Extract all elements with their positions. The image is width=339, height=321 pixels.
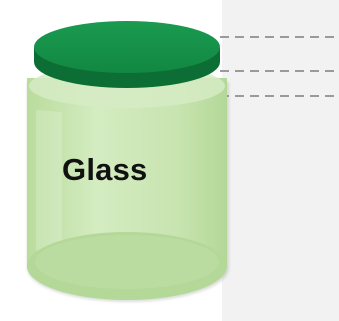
jar-lid bbox=[34, 21, 220, 88]
jar-label: Glass bbox=[62, 152, 172, 188]
jar-lid-top bbox=[34, 21, 220, 73]
leader-lines bbox=[220, 37, 339, 96]
